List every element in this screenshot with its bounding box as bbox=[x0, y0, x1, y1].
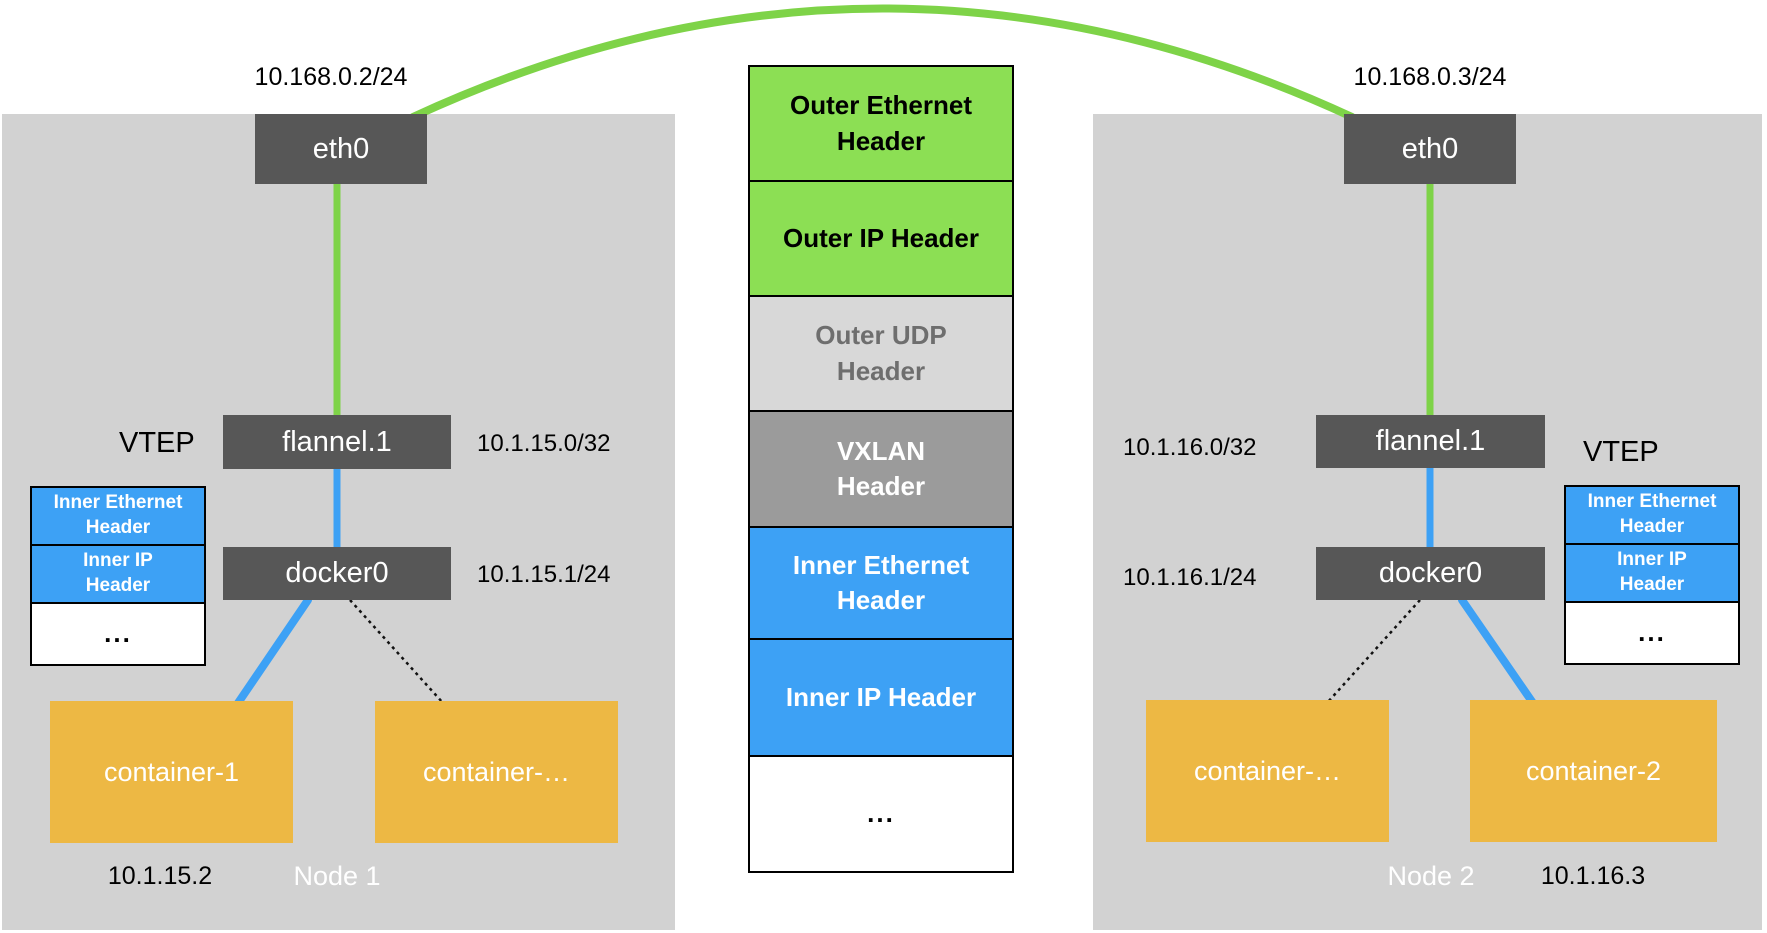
node2-container-1-box: container-… bbox=[1146, 700, 1389, 842]
node2-docker-box: docker0 bbox=[1316, 547, 1545, 600]
packet-row-outer-udp: Outer UDP Header bbox=[750, 297, 1012, 412]
node1-inner-packet-rest: ... bbox=[32, 604, 204, 664]
node2-docker-container2-link-blue bbox=[1458, 596, 1537, 707]
packet-row-inner-ip: Inner IP Header bbox=[750, 640, 1012, 757]
node1-docker-box: docker0 bbox=[223, 547, 451, 600]
node1-eth0-box: eth0 bbox=[255, 114, 427, 184]
node1-inner-ip-header: Inner IP Header bbox=[32, 546, 204, 604]
packet-row-vxlan: VXLAN Header bbox=[750, 412, 1012, 528]
packet-row-payload: ... bbox=[750, 757, 1012, 871]
node2-flannel-ip-label: 10.1.16.0/32 bbox=[1123, 434, 1257, 461]
node2-inner-ethernet-header: Inner Ethernet Header bbox=[1566, 487, 1738, 545]
packet-row-outer-ip: Outer IP Header bbox=[750, 182, 1012, 297]
node2-label: Node 2 bbox=[1387, 861, 1475, 891]
packet-row-outer-ethernet: Outer Ethernet Header bbox=[750, 67, 1012, 182]
node1-inner-ethernet-header: Inner Ethernet Header bbox=[32, 488, 204, 546]
node1-docker-container1-link-blue bbox=[234, 596, 312, 707]
node1-inner-packet-box: Inner Ethernet Header Inner IP Header ..… bbox=[30, 486, 206, 666]
node2-eth0-ip-label: 10.168.0.3/24 bbox=[1353, 63, 1507, 91]
node1-docker-ip-label: 10.1.15.1/24 bbox=[477, 561, 611, 588]
node2-flannel-box: flannel.1 bbox=[1316, 415, 1545, 468]
node1-label: Node 1 bbox=[293, 861, 381, 891]
node1-vtep-label: VTEP bbox=[119, 427, 195, 459]
node1-container-2-box: container-… bbox=[375, 701, 618, 843]
tunnel-curve-green bbox=[409, 4, 1356, 121]
node2-inner-ip-header: Inner IP Header bbox=[1566, 545, 1738, 603]
node2-inner-packet-box: Inner Ethernet Header Inner IP Header ..… bbox=[1564, 485, 1740, 665]
packet-row-inner-ethernet: Inner Ethernet Header bbox=[750, 528, 1012, 640]
node1-container-1-box: container-1 bbox=[50, 701, 293, 843]
node2-inner-packet-rest: ... bbox=[1566, 603, 1738, 663]
node2-container-2-ip-label: 10.1.16.3 bbox=[1540, 862, 1646, 890]
node1-flannel-box: flannel.1 bbox=[223, 415, 451, 469]
node2-docker-container1-link-dotted bbox=[1326, 599, 1421, 704]
node2-docker-ip-label: 10.1.16.1/24 bbox=[1123, 564, 1257, 591]
node1-flannel-ip-label: 10.1.15.0/32 bbox=[477, 430, 611, 457]
node2-vtep-label: VTEP bbox=[1583, 436, 1659, 468]
node2-container-2-box: container-2 bbox=[1470, 700, 1717, 842]
node2-eth0-box: eth0 bbox=[1344, 114, 1516, 184]
node1-eth0-ip-label: 10.168.0.2/24 bbox=[254, 63, 408, 91]
node1-container-1-ip-label: 10.1.15.2 bbox=[107, 862, 213, 890]
node1-docker-container2-link-dotted bbox=[349, 599, 444, 704]
vxlan-packet-stack: Outer Ethernet Header Outer IP Header Ou… bbox=[748, 65, 1014, 873]
